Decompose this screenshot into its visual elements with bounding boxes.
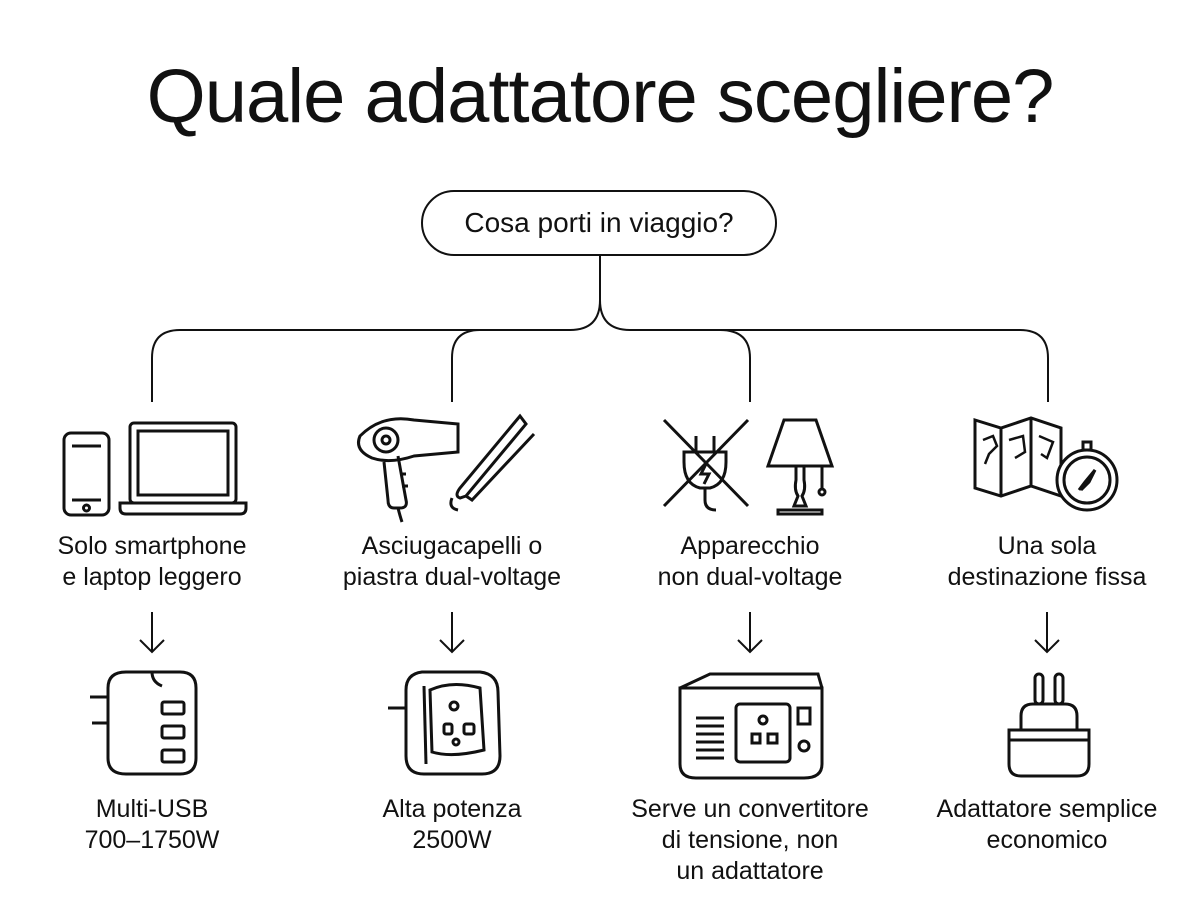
- branch-smartphone-laptop: Solo smartphone e laptop leggero Multi-U…: [2, 0, 302, 900]
- crossed-plug-lamp-icon: [662, 418, 835, 516]
- branch-answer: Multi-USB 700–1750W: [84, 795, 220, 854]
- high-power-adapter-icon: [388, 670, 502, 776]
- branch-hairdryer-straightener: Asciugacapelli o piastra dual-voltage Al…: [302, 0, 602, 900]
- down-arrow-icon: [139, 612, 165, 654]
- root-question-box: Cosa porti in viaggio?: [421, 190, 777, 256]
- branch-non-dual-voltage: Apparecchio non dual-voltage Serve un co…: [600, 0, 900, 900]
- branch-answer: Serve un convertitore di tensione, non u…: [631, 795, 869, 885]
- branch-question: Solo smartphone e laptop leggero: [57, 532, 247, 591]
- voltage-converter-icon: [678, 672, 824, 780]
- hairdryer-straightener-icon: [357, 413, 536, 523]
- branch-question: Apparecchio non dual-voltage: [657, 532, 843, 591]
- map-compass-icon: [973, 416, 1119, 512]
- multi-usb-charger-icon: [90, 670, 198, 776]
- simple-plug-adapter-icon: [1007, 672, 1091, 778]
- down-arrow-icon: [737, 612, 763, 654]
- branch-answer: Adattatore semplice economico: [936, 795, 1158, 854]
- branch-single-destination: Una sola destinazione fissa Adattatore s…: [897, 0, 1197, 900]
- branch-question: Una sola destinazione fissa: [947, 532, 1147, 591]
- down-arrow-icon: [439, 612, 465, 654]
- smartphone-laptop-icon: [62, 421, 248, 517]
- page-title: Quale adattatore scegliere?: [146, 54, 1055, 139]
- branch-question: Asciugacapelli o piastra dual-voltage: [342, 532, 562, 591]
- branch-answer: Alta potenza 2500W: [382, 795, 522, 854]
- down-arrow-icon: [1034, 612, 1060, 654]
